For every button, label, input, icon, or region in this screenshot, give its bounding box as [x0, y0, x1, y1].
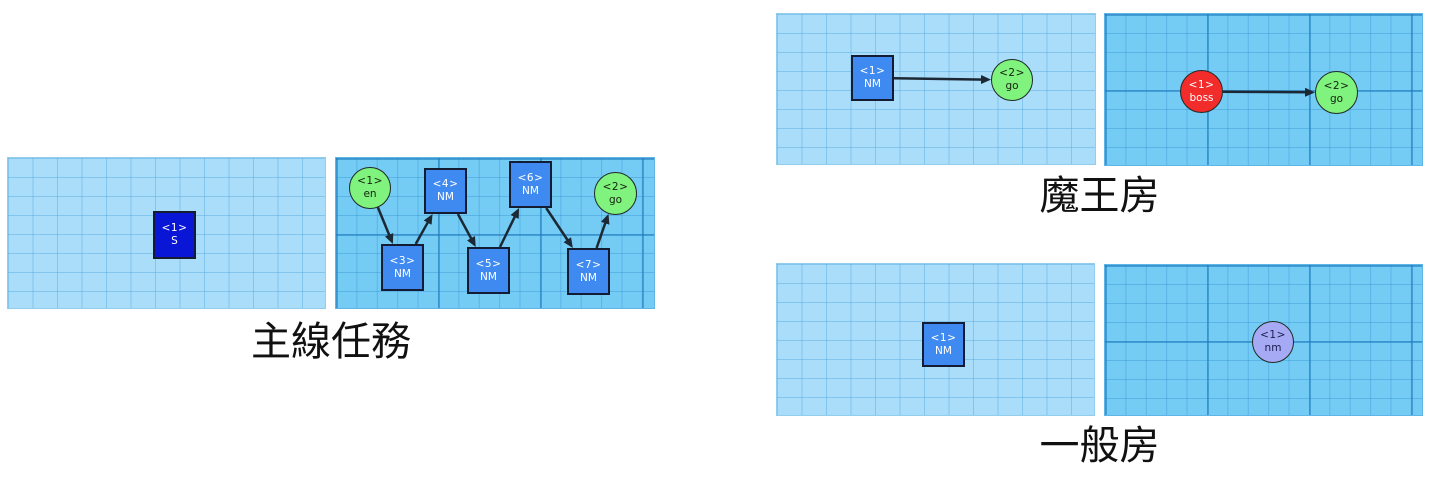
- node-type-label: NM: [522, 184, 539, 197]
- node-id-label: <5>: [475, 257, 502, 270]
- edge-arrow: [498, 208, 520, 248]
- normal-node: <7> NM: [567, 248, 610, 295]
- node-type-label: go: [608, 193, 623, 206]
- main-quest-graph-panel: <1> en <3> NM <4> NM <5> NM <6> NM <7> N…: [335, 157, 655, 309]
- normal-node: <5> NM: [467, 247, 510, 294]
- normal-node: <6> NM: [509, 161, 552, 208]
- goal-node: <2> go: [1315, 71, 1358, 114]
- edge-arrow: [595, 213, 610, 249]
- node-type-label: NM: [935, 344, 952, 357]
- edge-layer: [893, 75, 991, 85]
- node-id-label: <7>: [575, 258, 602, 271]
- start-node: <1> S: [153, 211, 196, 259]
- node-type-label: go: [1005, 80, 1019, 92]
- boss-room-layout-panel: <1> NM <2> go: [776, 13, 1096, 165]
- node-type-label: go: [1329, 92, 1344, 105]
- node-id-label: <1>: [357, 175, 383, 187]
- normal-room-layout-panel: <1> NM: [776, 263, 1095, 416]
- goal-node: <2> go: [594, 172, 637, 215]
- node-type-label: NM: [394, 267, 411, 280]
- node-id-label: <6>: [517, 171, 544, 184]
- edge-arrow: [414, 213, 433, 245]
- node-id-label: <1>: [161, 222, 188, 234]
- node-id-label: <1>: [1188, 78, 1215, 91]
- node-id-label: <3>: [389, 254, 416, 267]
- node-id-label: <4>: [432, 178, 459, 190]
- edge-arrow: [893, 75, 991, 85]
- node-id-label: <1>: [859, 65, 886, 77]
- main-quest-caption: 主線任務: [251, 319, 411, 365]
- normal-room-graph-panel: <1> nm: [1104, 264, 1423, 416]
- node-type-label: S: [171, 235, 178, 247]
- normal-room-caption: 一般房: [1039, 423, 1160, 469]
- node-id-label: <1>: [930, 331, 957, 344]
- node-type-label: nm: [1264, 342, 1282, 354]
- edge-arrow: [376, 206, 394, 244]
- boss-room-caption: 魔王房: [1039, 173, 1160, 219]
- node-type-label: NM: [437, 191, 454, 203]
- entrance-node: <1> en: [349, 167, 391, 209]
- main-quest-layout-panel: <1> S: [7, 157, 326, 309]
- goal-node: <2> go: [991, 59, 1033, 101]
- node-type-label: NM: [480, 270, 497, 283]
- node-type-label: NM: [864, 78, 881, 90]
- edge-layer: [1222, 87, 1315, 97]
- edge-arrow: [1222, 87, 1315, 97]
- node-id-label: <2>: [1323, 79, 1350, 92]
- room-node: <1> nm: [1252, 321, 1294, 363]
- normal-node: <1> NM: [922, 322, 965, 367]
- normal-node: <3> NM: [381, 244, 424, 291]
- edge-arrow: [456, 213, 476, 247]
- node-type-label: en: [363, 188, 377, 200]
- node-type-label: NM: [580, 271, 597, 284]
- normal-node: <1> NM: [851, 55, 894, 101]
- normal-node: <4> NM: [424, 168, 467, 214]
- node-id-label: <2>: [602, 180, 629, 193]
- node-id-label: <1>: [1260, 329, 1286, 341]
- boss-node: <1> boss: [1180, 70, 1223, 113]
- node-type-label: boss: [1189, 91, 1214, 104]
- boss-room-graph-panel: <1> boss <2> go: [1104, 13, 1423, 166]
- edge-arrow: [545, 207, 573, 248]
- node-id-label: <2>: [999, 67, 1025, 79]
